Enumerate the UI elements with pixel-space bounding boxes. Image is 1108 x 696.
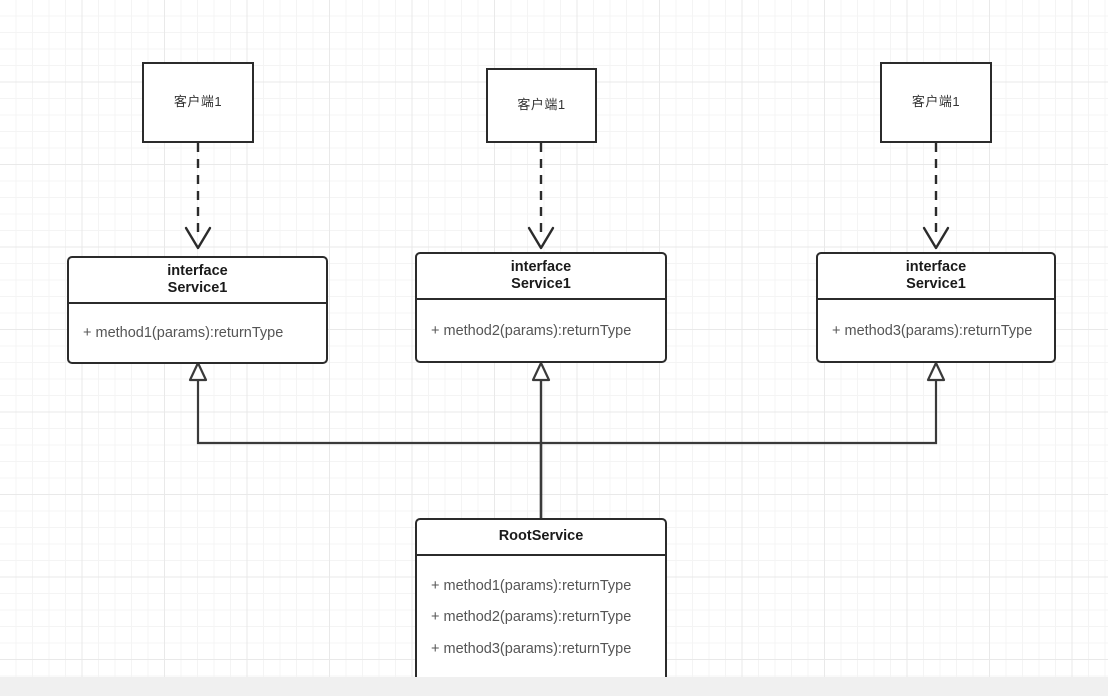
interface-name: Service1	[511, 276, 571, 293]
member-row: + method1(params):returnType	[431, 578, 632, 595]
dependency-edge-2	[527, 143, 555, 250]
class-name: RootService	[498, 528, 584, 544]
interface-members: + method1(params):returnType	[69, 304, 326, 362]
member-row: + method2(params):returnType	[431, 322, 632, 339]
client-label: 客户端1	[173, 94, 223, 110]
member-row: + method3(params):returnType	[431, 640, 632, 657]
class-box-root-service[interactable]: RootService + method1(params):returnType…	[415, 518, 667, 683]
client-box-3[interactable]: 客户端1	[880, 62, 992, 143]
interface-name: Service1	[167, 280, 228, 297]
interface-stereotype: interface	[510, 259, 572, 275]
realization-edge-3	[539, 361, 946, 520]
client-label: 客户端1	[517, 97, 566, 113]
member-row: + method2(params):returnType	[431, 609, 632, 626]
member-row: + method3(params):returnType	[832, 322, 1033, 339]
interface-stereotype: interface	[905, 259, 967, 275]
interface-box-service-c[interactable]: interface Service1 + method3(params):ret…	[816, 252, 1056, 363]
interface-members: + method3(params):returnType	[818, 300, 1054, 361]
class-header: RootService	[417, 520, 665, 557]
interface-header: interface Service1	[69, 258, 326, 305]
interface-box-service-b[interactable]: interface Service1 + method2(params):ret…	[415, 252, 667, 363]
dependency-edge-3	[922, 143, 950, 250]
interface-header: interface Service1	[417, 254, 665, 301]
interface-header: interface Service1	[818, 254, 1054, 301]
interface-box-service-a[interactable]: interface Service1 + method1(params):ret…	[67, 256, 328, 364]
interface-name: Service1	[906, 276, 966, 293]
realization-edge-1	[188, 361, 543, 520]
member-row: + method1(params):returnType	[83, 325, 284, 342]
client-box-2[interactable]: 客户端1	[486, 68, 597, 143]
realization-edge-2	[531, 361, 551, 520]
client-label: 客户端1	[911, 94, 961, 110]
client-box-1[interactable]: 客户端1	[142, 62, 254, 143]
dependency-edge-1	[184, 143, 212, 250]
interface-members: + method2(params):returnType	[417, 300, 665, 361]
footer-strip	[0, 677, 1108, 696]
interface-stereotype: interface	[167, 263, 228, 279]
class-members: + method1(params):returnType + method2(p…	[417, 556, 665, 681]
